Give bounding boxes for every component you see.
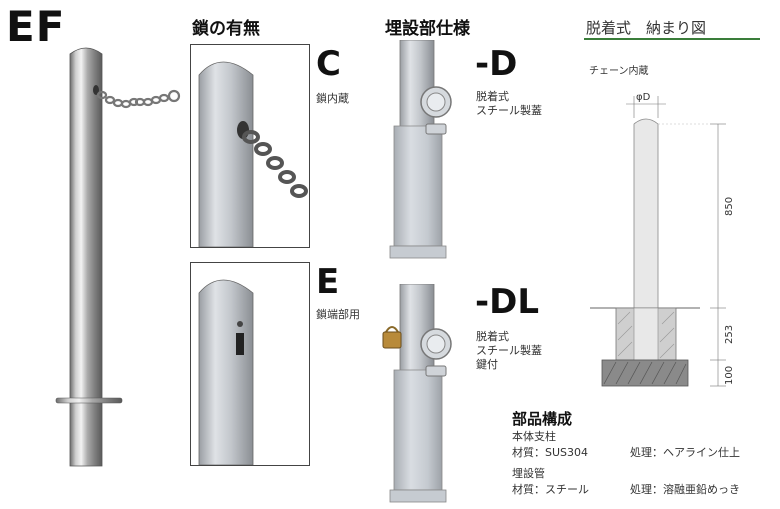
dim-253: 253 bbox=[724, 324, 735, 344]
burial-dl-illustration bbox=[382, 284, 452, 503]
parts-item1-name: 本体支柱 bbox=[512, 430, 556, 443]
option-d-code: -D bbox=[475, 44, 518, 84]
bollard-main-illustration bbox=[55, 47, 138, 467]
chain-e-post-illustration bbox=[198, 279, 254, 465]
option-c-code: C bbox=[316, 44, 341, 84]
diagram-subtitle: チェーン内蔵 bbox=[589, 66, 649, 77]
parts-item1-material: 材質：SUS304 bbox=[512, 446, 589, 459]
chain-e-photo bbox=[190, 262, 310, 466]
chain-end-ring bbox=[134, 89, 181, 107]
parts-title: 部品構成 bbox=[512, 410, 573, 428]
parts-item2-name: 埋設管 bbox=[512, 467, 545, 480]
installation-diagram bbox=[590, 96, 726, 387]
dim-100: 100 bbox=[724, 365, 735, 385]
dia-label: φD bbox=[636, 92, 651, 103]
chain-c-photo bbox=[190, 44, 310, 248]
option-d-line2: スチール製蓋 bbox=[476, 104, 542, 117]
diagram-title-underline bbox=[584, 38, 760, 40]
option-dl-line2: スチール製蓋 bbox=[476, 344, 542, 357]
parts-item2-process: 処理：溶融亜鉛めっき bbox=[630, 483, 740, 496]
burial-section-title: 埋設部仕様 bbox=[385, 19, 470, 39]
diagram-title: 脱着式 納まり図 bbox=[586, 19, 707, 37]
option-e-label: 鎖端部用 bbox=[316, 308, 360, 321]
option-d-line1: 脱着式 bbox=[476, 90, 509, 103]
option-dl-code: -DL bbox=[475, 282, 539, 322]
option-dl-line3: 鍵付 bbox=[476, 358, 498, 371]
parts-item2-material: 材質：スチール bbox=[512, 483, 589, 496]
dim-850: 850 bbox=[724, 196, 735, 216]
chain-section-title: 鎖の有無 bbox=[192, 19, 260, 39]
option-dl-line1: 脱着式 bbox=[476, 330, 509, 343]
chain-c-post-illustration bbox=[198, 61, 308, 247]
model-code: EF bbox=[6, 2, 66, 51]
option-e-code: E bbox=[316, 262, 340, 302]
burial-d-illustration bbox=[389, 40, 452, 259]
option-c-label: 鎖内蔵 bbox=[316, 92, 349, 105]
parts-item1-process: 処理：ヘアライン仕上 bbox=[630, 446, 740, 459]
